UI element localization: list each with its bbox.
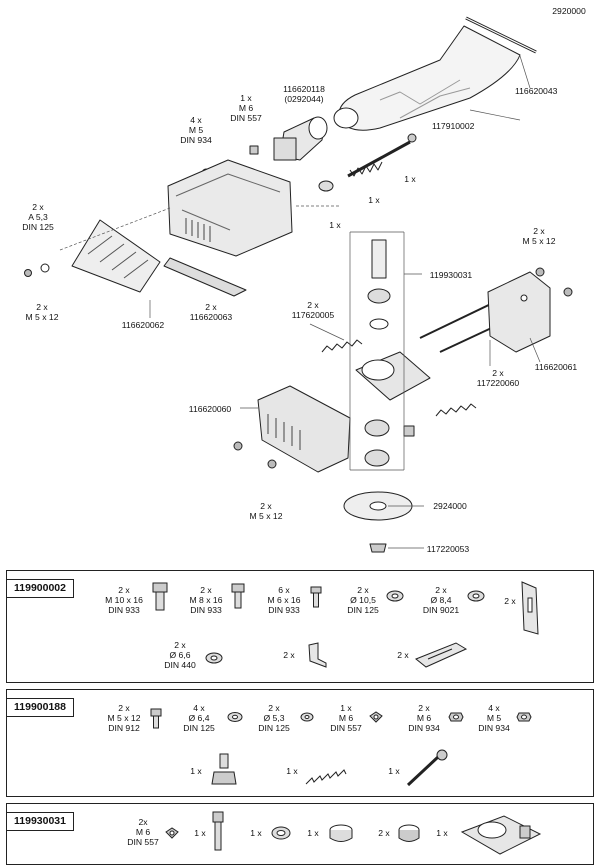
leader-lines: [59, 55, 541, 549]
cutter-disc-illustration: [343, 491, 413, 553]
callout-screws-right: 2 x M 5 x 12: [522, 226, 556, 246]
callout-adapter-qty: 1 x M 6 DIN 557: [230, 93, 262, 123]
hex-nut-icon: [448, 712, 464, 722]
kit-item-label: 2 x M 5 x 12 DIN 912: [107, 703, 141, 733]
bushing-icon: [329, 824, 353, 842]
kit-item-label: 1 x: [436, 828, 448, 838]
kit-item-label: 2 x M 6 DIN 934: [408, 703, 440, 733]
kit-item-label: 2x M 6 DIN 557: [127, 817, 159, 847]
kit-item-label: 2 x: [378, 828, 390, 838]
square-nut-icon: [369, 711, 383, 723]
kit-item-label: 2 x Ø 8,4 DIN 9021: [422, 585, 460, 615]
kit-item-label: 2 x Ø 10,5 DIN 125: [347, 585, 379, 615]
hex-bolt-medium-icon: [231, 583, 245, 609]
kit-id: 119900002: [6, 579, 74, 598]
main-housing-illustration: [167, 159, 293, 257]
star-knob-icon: [211, 753, 237, 785]
kit-item-label: 2 x: [504, 596, 516, 606]
spring-right-illustration: [435, 403, 477, 417]
callout-adapter: 116620118 (0292044): [283, 84, 325, 104]
right-frame-illustration: [419, 267, 573, 353]
callout-spring-left: 2 x 117620005: [291, 300, 335, 320]
kit-item-label: 4 x Ø 6,4 DIN 125: [183, 703, 215, 733]
slotted-bar-icon: [415, 642, 468, 668]
spring-icon: [305, 769, 347, 785]
clamp-block-icon: [460, 815, 542, 855]
kit-item-label: 4 x M 5 DIN 934: [478, 703, 510, 733]
kit-item-label: 1 x: [388, 766, 400, 776]
dust-bag-illustration: [333, 16, 537, 131]
callout-washer-a53: 2 x A 5,3 DIN 125: [22, 202, 54, 232]
kit-panel-119900002: [6, 570, 594, 683]
washer-icon: [300, 712, 314, 722]
bracket-plate-icon: [521, 581, 539, 635]
callout-screws-bottom: 2 x M 5 x 12: [249, 501, 283, 521]
kit-panel-119930031: [6, 803, 594, 865]
guide-left-illustration: [24, 219, 161, 293]
kit-item-label: 2 x: [397, 650, 409, 660]
kit-item-label: 2 x: [283, 650, 295, 660]
callout-housing-lower: 116620060: [188, 404, 232, 414]
callout-nut-m5: 4 x M 5 DIN 934: [180, 115, 212, 145]
callout-bolt-bottom: 117220053: [426, 544, 470, 554]
callout-bag-rod: 116620043: [515, 86, 558, 96]
washer-icon: [467, 590, 485, 602]
callout-spring-top: 1 x: [368, 195, 380, 205]
hex-nut-icon: [516, 712, 532, 722]
bushing-icon: [398, 824, 420, 842]
kit-panel-119900188: [6, 689, 594, 797]
callout-bolt-post: 119930031: [429, 270, 473, 280]
kit-item-label: 2 x Ø 6,6 DIN 440: [164, 640, 196, 670]
kit-item-label: 1 x: [190, 766, 202, 776]
callout-rods: 2 x 117220060: [476, 368, 520, 388]
washer-icon: [227, 712, 243, 722]
callout-bag: 117910002: [432, 121, 475, 131]
kit-item-label: 1 x: [250, 828, 262, 838]
kit-item-label: 2 x Ø 5,3 DIN 125: [258, 703, 290, 733]
kit-item-label: 2 x M 10 x 16 DIN 933: [105, 585, 143, 615]
callout-knob-small: 1 x: [329, 220, 341, 230]
document-id: 2920000: [552, 6, 586, 16]
angle-bracket-icon: [308, 642, 327, 668]
hex-bolt-small-icon: [310, 586, 322, 608]
post-assembly-illustration: [355, 239, 431, 467]
kit-item-label: 1 x M 6 DIN 557: [330, 703, 362, 733]
callout-cutter: 2924000: [433, 501, 467, 511]
spring-left-illustration: [321, 339, 363, 353]
bolt-pin-icon: [212, 811, 224, 851]
long-screw-icon: [406, 749, 448, 787]
kit-item-label: 1 x: [286, 766, 298, 776]
ring-icon: [271, 826, 291, 840]
kit-id: 119900188: [6, 698, 74, 717]
socket-screw-icon: [150, 708, 162, 729]
kit-item-label: 2 x M 8 x 16 DIN 933: [189, 585, 223, 615]
washer-icon: [386, 590, 404, 602]
callout-guide-left: 116620062: [121, 320, 165, 330]
kit-id: 119930031: [6, 812, 74, 831]
callout-frame-right: 116620061: [534, 362, 578, 372]
washer-icon: [205, 652, 223, 664]
hex-bolt-large-icon: [152, 582, 168, 611]
lower-housing-illustration: [233, 385, 351, 473]
callout-screw-m5-left: 2 x M 5 x 12: [25, 302, 59, 322]
rail-illustration: [163, 257, 247, 297]
kit-item-label: 1 x: [194, 828, 206, 838]
square-nut-icon: [165, 827, 179, 839]
adapter-illustration: [249, 116, 328, 161]
callout-long-screw: 1 x: [404, 174, 416, 184]
kit-item-label: 1 x: [307, 828, 319, 838]
callout-rail-left: 2 x 116620063: [189, 302, 233, 322]
kit-item-label: 6 x M 6 x 16 DIN 933: [267, 585, 301, 615]
